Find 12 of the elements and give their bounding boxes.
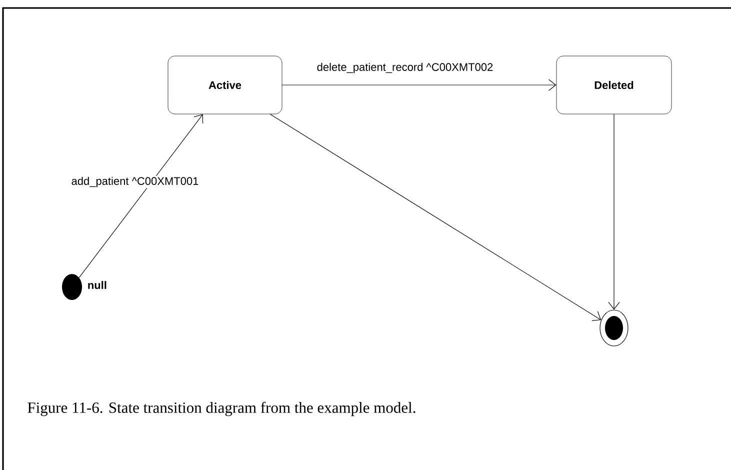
edge-label: add_patient ^C00XMT001 bbox=[70, 176, 200, 188]
transition-arrow bbox=[282, 79, 556, 91]
final-state-symbol bbox=[600, 310, 628, 346]
edge-label: delete_patient_record ^C00XMT002 bbox=[316, 62, 494, 74]
state-box: Deleted bbox=[556, 56, 672, 114]
transition-arrow bbox=[78, 114, 204, 278]
transition-arrow bbox=[270, 114, 602, 321]
state-box: Active bbox=[168, 56, 282, 114]
state-label: null bbox=[88, 280, 106, 290]
figure-caption: Figure 11-6. State transition diagram from the example model. bbox=[28, 402, 416, 416]
initial-state-dot bbox=[62, 274, 82, 300]
transition-arrow bbox=[608, 114, 620, 310]
